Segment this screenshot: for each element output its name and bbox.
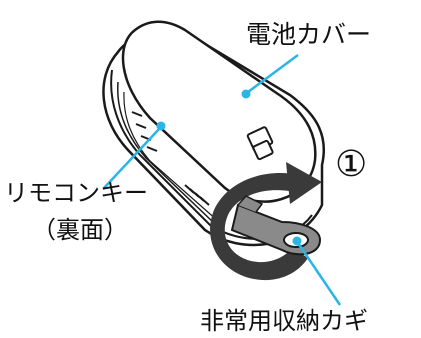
back-side-label: （裏面） xyxy=(32,216,128,244)
leader-battery-cover xyxy=(247,53,299,94)
remote-key-label: リモコンキー xyxy=(4,179,148,207)
leader-lines xyxy=(103,53,342,306)
release-slot xyxy=(246,126,274,161)
emergency-key-label: 非常用収納カギ xyxy=(200,307,368,335)
battery-cover-label: 電池カバー xyxy=(246,20,372,49)
step-number: ① xyxy=(335,144,368,185)
leader-remote-key xyxy=(103,127,161,189)
leader-emergency-key xyxy=(296,242,342,306)
rotation-arrow xyxy=(210,162,322,281)
